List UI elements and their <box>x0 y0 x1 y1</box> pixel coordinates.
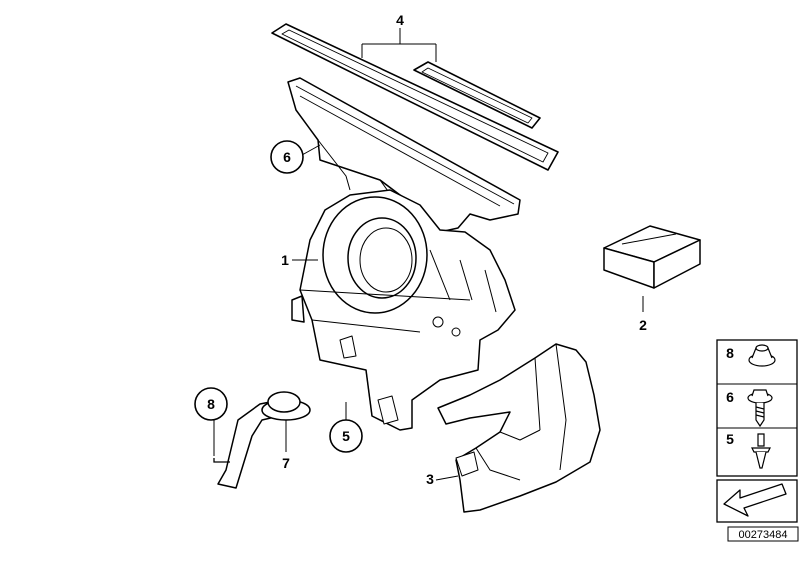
part-7-drain-hose <box>217 391 311 489</box>
svg-text:3: 3 <box>426 471 434 487</box>
leader-lines <box>213 28 644 481</box>
legend-item-8: 8 <box>726 344 776 367</box>
callout-8: 8 <box>194 387 228 421</box>
legend-item-5: 5 <box>726 431 771 469</box>
callout-7: 7 <box>282 455 290 471</box>
expanding-rivet-icon <box>751 433 771 469</box>
diagram-id-box: 00273484 <box>727 526 799 542</box>
svg-text:8: 8 <box>726 345 734 361</box>
callout-6: 6 <box>270 140 304 174</box>
svg-text:5: 5 <box>342 428 350 444</box>
diagram-id: 00273484 <box>739 529 788 541</box>
svg-text:5: 5 <box>726 431 734 447</box>
svg-text:8: 8 <box>207 396 215 412</box>
callout-4: 4 <box>396 12 404 28</box>
part-1-blower-housing <box>291 189 516 431</box>
part-4-filter-pad <box>413 61 541 129</box>
svg-text:6: 6 <box>283 149 291 165</box>
legend-item-6: 6 <box>726 389 773 428</box>
part-2-box <box>603 225 701 289</box>
part-3-lower-duct <box>437 343 601 513</box>
part-4-gasket-strip <box>271 23 559 171</box>
svg-text:7: 7 <box>282 455 290 471</box>
callout-5: 5 <box>329 419 363 453</box>
orientation-arrow-icon <box>723 483 787 517</box>
svg-text:4: 4 <box>396 12 404 28</box>
fastener-legend: 8 6 5 <box>716 339 798 523</box>
clip-nut-icon <box>748 344 776 367</box>
hex-screw-icon <box>747 389 773 428</box>
svg-text:1: 1 <box>281 252 289 268</box>
svg-text:6: 6 <box>726 389 734 405</box>
part-8-clip <box>213 458 230 463</box>
callout-1: 1 <box>281 252 289 268</box>
callout-2: 2 <box>639 317 647 333</box>
svg-text:2: 2 <box>639 317 647 333</box>
callout-3: 3 <box>426 471 434 487</box>
